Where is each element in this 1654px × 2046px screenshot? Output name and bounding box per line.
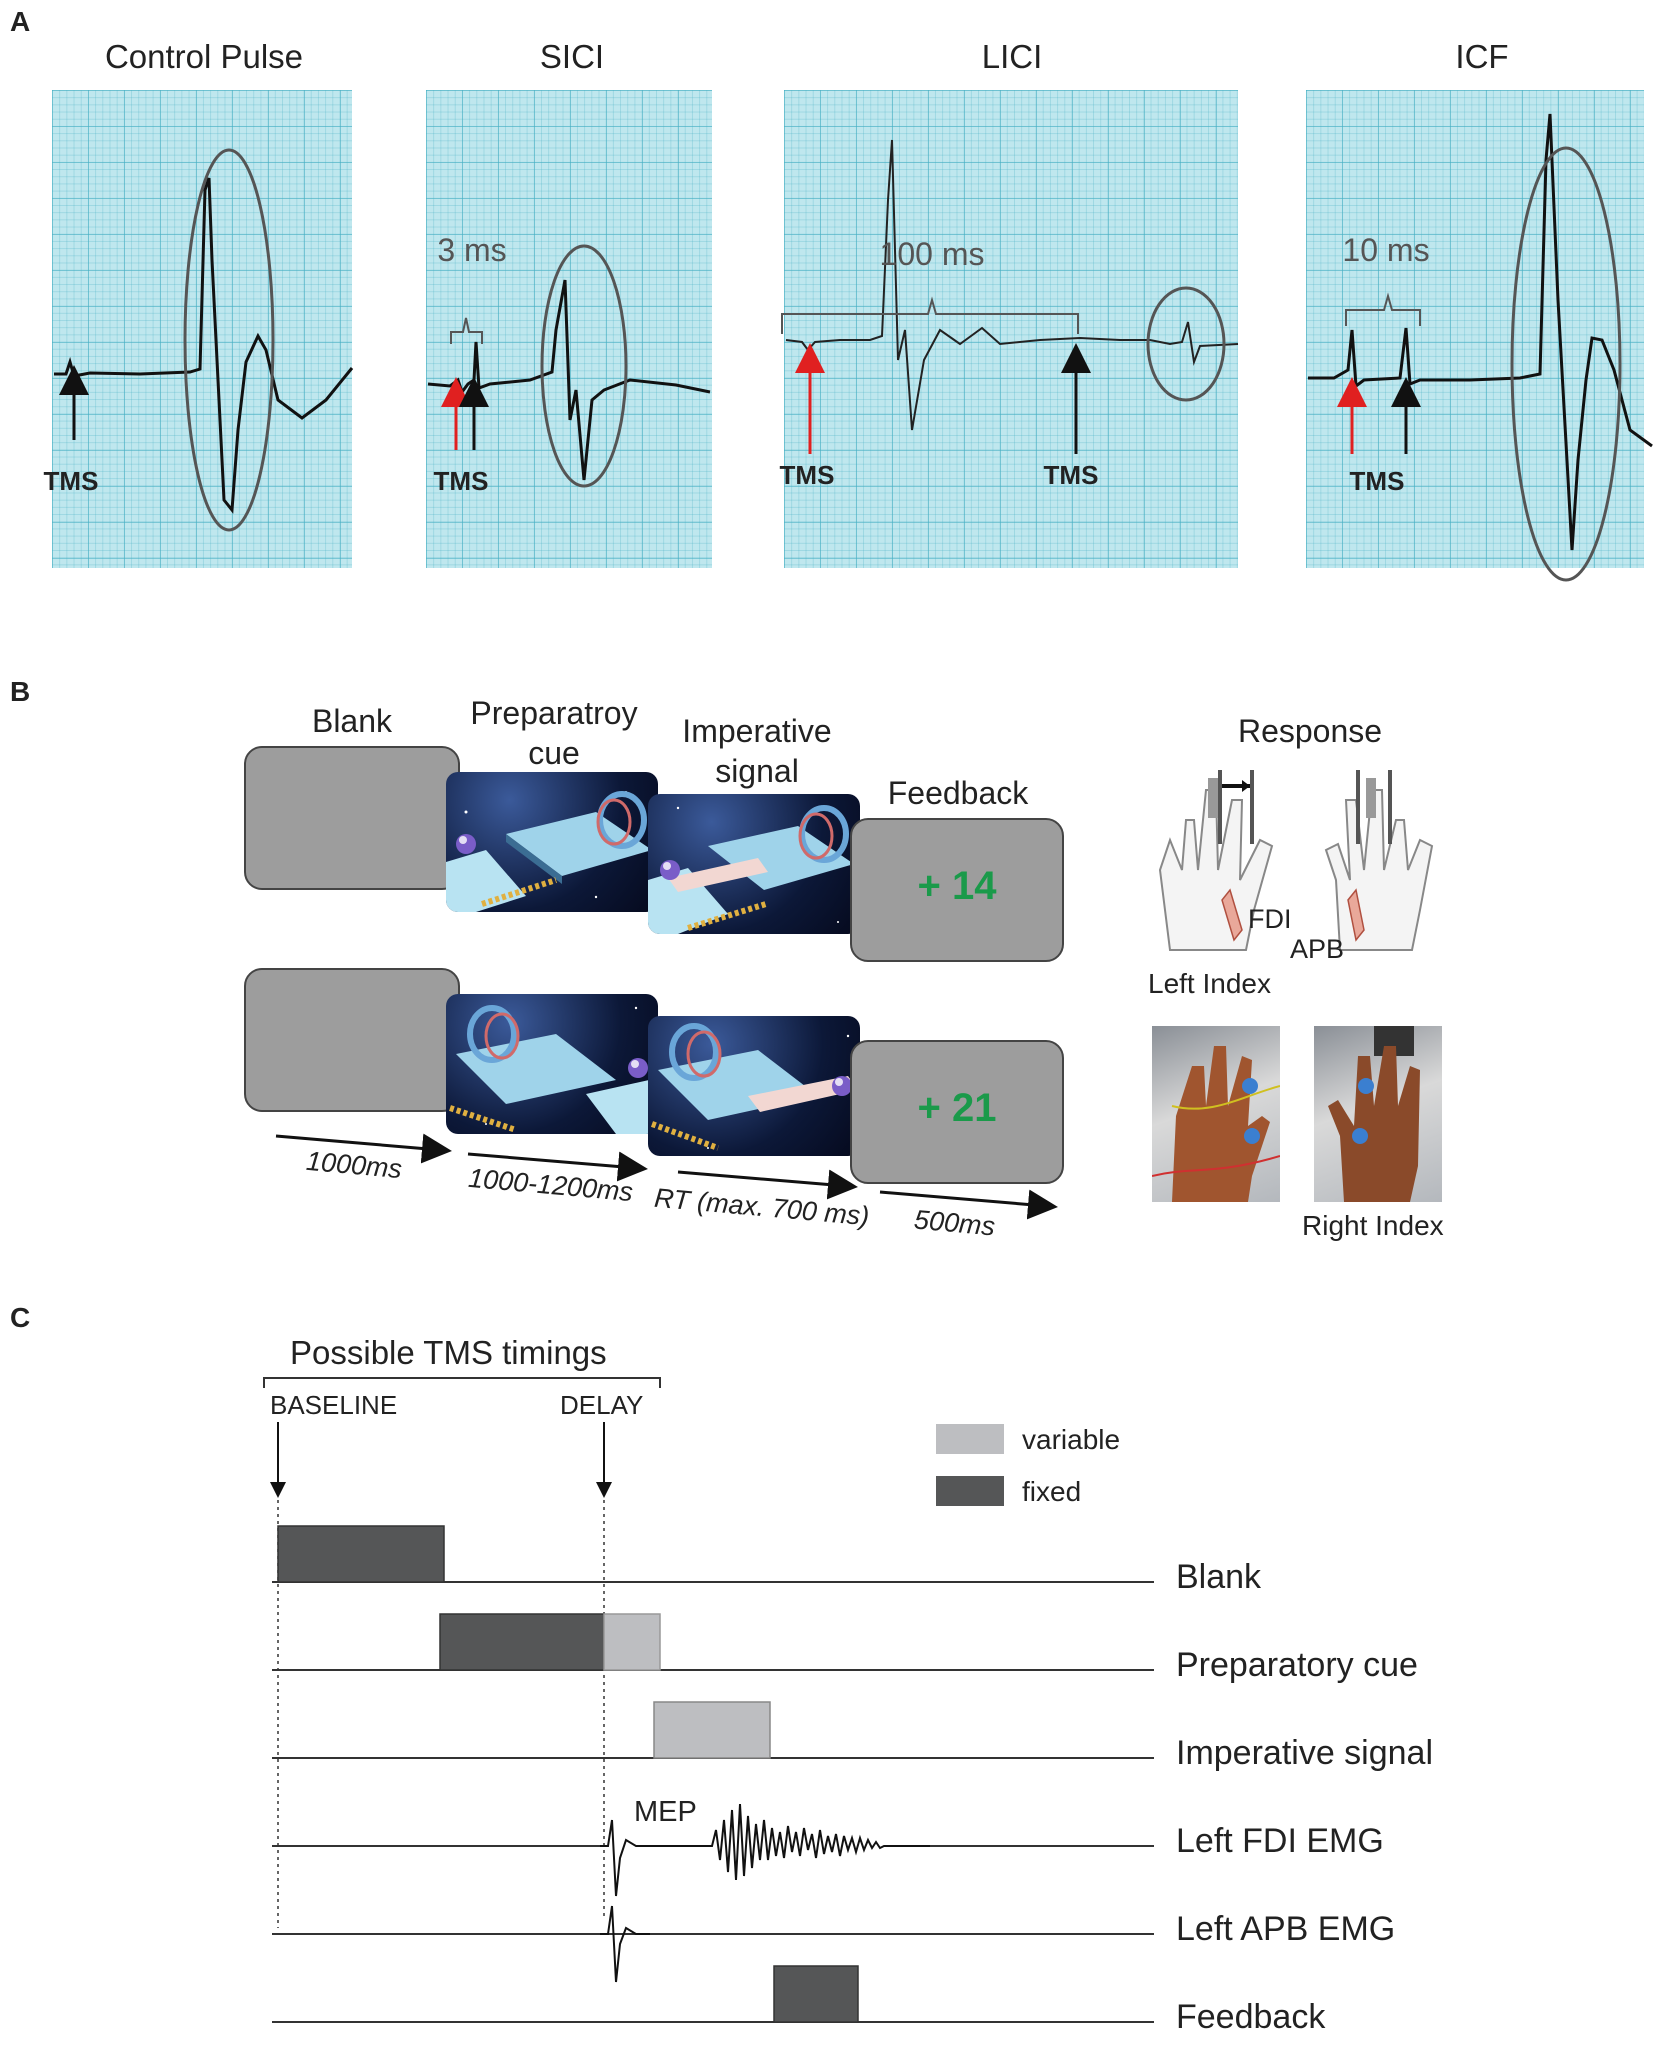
panel-letter-b: B (10, 676, 31, 707)
row-label-fdi: Left FDI EMG (1176, 1822, 1384, 1860)
preparatory-cue-screen-1 (446, 772, 658, 912)
screen-title-blank: Blank (311, 703, 393, 739)
row-label-blank: Blank (1176, 1558, 1262, 1596)
emg-grid-lici (784, 90, 1238, 568)
tms-label-lici-1: TMS (779, 460, 835, 490)
trace-title-sici: SICI (539, 38, 605, 75)
right-index-label: Right Index (1302, 1210, 1444, 1241)
apb-emg-trace (600, 1905, 650, 1983)
legend-swatch-variable (936, 1424, 1004, 1454)
feedback-screen-1: + 14 (850, 818, 1064, 962)
legend-label-fixed: fixed (1022, 1476, 1082, 1507)
delay-label: DELAY (560, 1390, 644, 1420)
emg-traces-svg (54, 113, 1653, 582)
duration-arrow-4 (879, 1189, 1058, 1220)
interval-label-icf: 10 ms (1342, 232, 1430, 268)
interval-label-lici: 100 ms (879, 236, 985, 272)
muscle-label-fdi: FDI (1248, 904, 1292, 934)
duration-arrow-3 (677, 1169, 858, 1200)
left-index-label: Left Index (1148, 968, 1271, 999)
screen-title-imperative-1: Imperative (682, 713, 832, 749)
trace-title-control: Control Pulse (104, 38, 304, 75)
mep-ellipse-control (183, 148, 275, 532)
feedback-score-1: + 14 (917, 864, 997, 908)
row-label-imperative: Imperative signal (1176, 1734, 1434, 1772)
tms-label-sici: TMS (433, 466, 489, 496)
bar-preparatory-fixed (439, 1613, 605, 1671)
row-label-preparatory: Preparatory cue (1176, 1646, 1418, 1684)
timing-title: Possible TMS timings (290, 1334, 607, 1371)
mep-label: MEP (634, 1796, 697, 1828)
icf-interval-bracket (1345, 292, 1421, 326)
muscle-label-apb: APB (1290, 934, 1345, 964)
mep-ellipse-lici (1146, 286, 1226, 402)
row-label-feedback: Feedback (1176, 1998, 1326, 2036)
emg-grid-sici (426, 90, 712, 568)
bar-blank-fixed (277, 1525, 445, 1583)
bar-imperative-variable (653, 1701, 771, 1759)
icf-trace (1308, 113, 1653, 551)
lici-interval-bracket (781, 296, 1079, 334)
fdi-emg-trace (600, 1803, 930, 1897)
sici-interval-bracket (450, 317, 483, 344)
timing-bracket (263, 1377, 661, 1388)
screen-title-feedback: Feedback (887, 775, 1029, 811)
tms-label-lici-2: TMS (1043, 460, 1099, 490)
legend-swatch-fixed (936, 1476, 1004, 1506)
trace-title-icf: ICF (1455, 38, 1509, 75)
right-hand-photo (1314, 1026, 1442, 1202)
preparatory-cue-screen-2 (446, 994, 658, 1134)
trace-title-lici: LICI (981, 38, 1043, 75)
feedback-screen-2: + 21 (850, 1040, 1064, 1184)
blank-screen-2 (244, 968, 460, 1112)
screen-title-imperative-2: signal (715, 753, 799, 789)
left-hand-photo (1151, 1026, 1281, 1202)
panel-letter-a: A (10, 6, 31, 37)
legend-label-variable: variable (1022, 1424, 1121, 1455)
lici-trace (785, 139, 1239, 431)
bar-feedback-fixed (773, 1965, 859, 2023)
imperative-signal-screen-2 (648, 1016, 860, 1156)
duration-arrow-2 (467, 1151, 648, 1182)
tms-label-icf: TMS (1349, 466, 1405, 496)
blank-screen-1 (244, 746, 460, 890)
screen-title-preparatory-1: Preparatroy (470, 695, 638, 731)
tms-label-control: TMS (43, 466, 99, 496)
timeline-svg (263, 1377, 1154, 2023)
imperative-signal-screen-1 (648, 794, 860, 934)
bar-preparatory-variable (603, 1613, 661, 1671)
mep-ellipse-sici (540, 244, 628, 488)
row-label-apb: Left APB EMG (1176, 1910, 1396, 1948)
screen-title-preparatory-2: cue (528, 735, 580, 771)
response-title: Response (1237, 713, 1383, 749)
panel-letter-c: C (10, 1302, 31, 1333)
emg-grid-icf (1306, 90, 1644, 568)
baseline-label: BASELINE (270, 1390, 398, 1420)
hands-diagram-svg (1158, 770, 1434, 951)
mep-ellipse-icf (1510, 146, 1622, 582)
interval-label-sici: 3 ms (437, 232, 507, 268)
duration-arrows-svg (275, 1133, 1058, 1220)
feedback-score-2: + 21 (917, 1086, 997, 1130)
duration-arrow-1 (275, 1133, 452, 1164)
